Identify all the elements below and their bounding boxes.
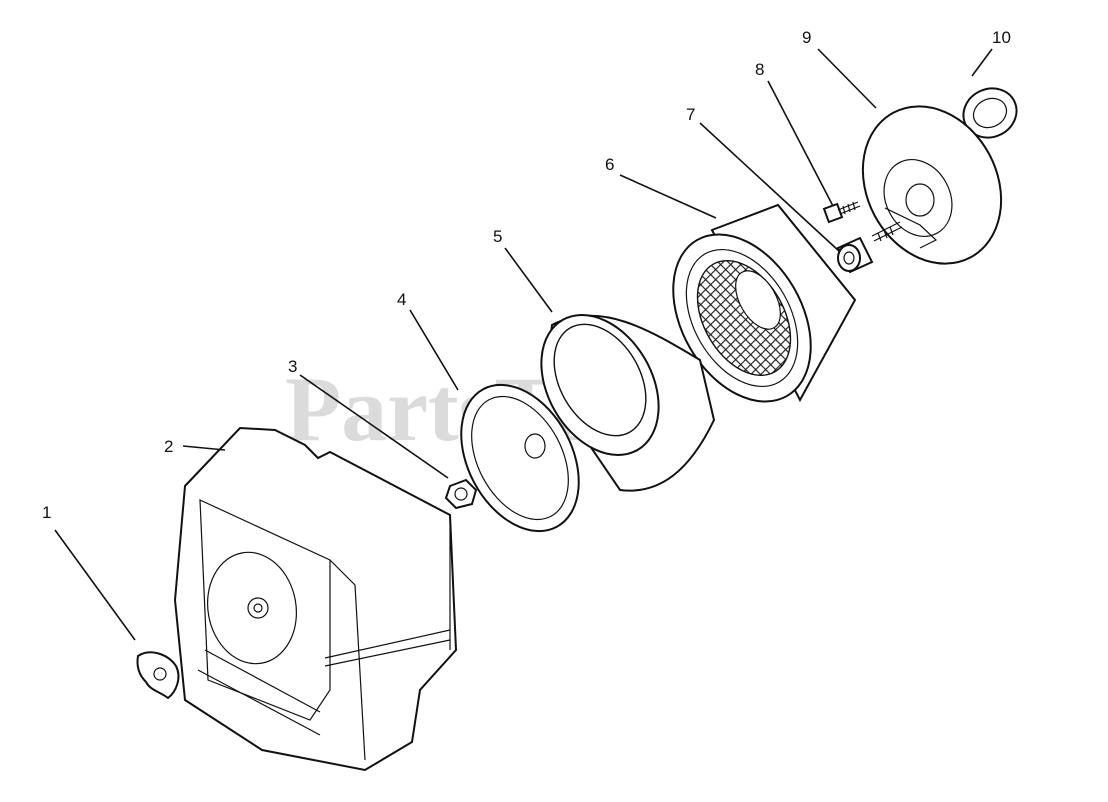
- callouts: 1 2 3 4 5 6 7 8 9 10: [42, 28, 1011, 522]
- part-1-wing-nut: [136, 651, 180, 700]
- callout-6: 6: [605, 155, 614, 174]
- callout-10: 10: [992, 28, 1011, 47]
- stud-screw: [871, 221, 903, 242]
- part-10-gasket: [962, 87, 1018, 139]
- callout-5: 5: [493, 227, 502, 246]
- part-8-screw: [822, 201, 861, 224]
- callout-8: 8: [755, 60, 764, 79]
- callout-1: 1: [42, 503, 51, 522]
- leader-lines: [54, 48, 993, 641]
- callout-4: 4: [397, 290, 406, 309]
- part-6-air-filter: [672, 203, 857, 403]
- callout-2: 2: [164, 437, 173, 456]
- callout-9: 9: [802, 28, 811, 47]
- part-5-foam-precleaner: [540, 314, 716, 492]
- part-4-cover-plate: [460, 383, 580, 533]
- callout-3: 3: [288, 357, 297, 376]
- callout-7: 7: [686, 105, 695, 124]
- part-2-cleaner-cover: [173, 426, 458, 772]
- part-7-spacer: [836, 236, 874, 274]
- part-9-base-plate: [861, 105, 1003, 265]
- part-3-nut: [444, 478, 478, 510]
